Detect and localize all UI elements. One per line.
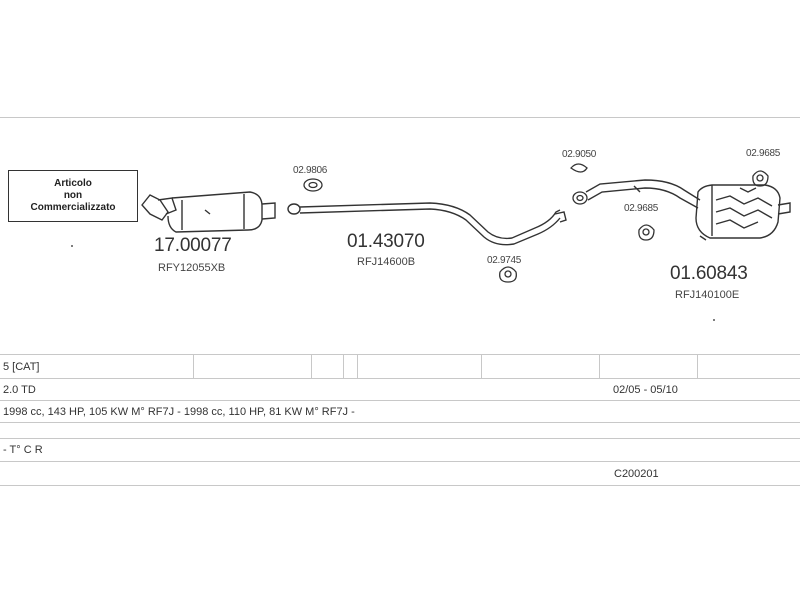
hanger-rear-2-code: 02.9685 [746,148,781,159]
hanger-rear-1-drawing [638,224,655,241]
catalog-cell: C200201 [614,467,659,480]
hanger-rear-1-code: 02.9685 [624,203,659,214]
column-divider [357,355,358,378]
table-row-spacer [0,423,800,439]
dpf-part-ref: RFY12055XB [158,262,226,274]
column-divider [697,355,698,378]
hanger-middle-drawing [499,266,517,283]
gasket-rear-code: 02.9050 [562,149,597,160]
dpf-part-code: 17.00077 [154,235,232,256]
rear-silencer-part-ref: RFJ140100E [675,289,740,301]
dpf-drawing [141,191,276,233]
table-row-catalog: C200201 [0,462,800,486]
reference-dots [71,245,715,321]
note-line-3: Commercializzato [30,202,116,213]
type-cell: - T° C R [3,444,43,456]
table-row-type: - T° C R [0,439,800,462]
column-divider [599,355,600,378]
column-divider [193,355,194,378]
column-divider [481,355,482,378]
table-row-engine: 2.0 TD 02/05 - 05/10 [0,379,800,401]
rear-silencer-part-code: 01.60843 [670,263,748,284]
exhaust-parts-drawing [71,163,791,321]
years-cell: 02/05 - 05/10 [613,383,678,396]
table-row-model: 5 [CAT] [0,354,800,379]
column-divider [311,355,312,378]
column-divider [343,355,344,378]
table-row-spec: 1998 cc, 143 HP, 105 KW M° RF7J - 1998 c… [0,401,800,423]
spec-cell: 1998 cc, 143 HP, 105 KW M° RF7J - 1998 c… [3,405,355,418]
gasket-front-drawing [303,178,323,192]
gasket-rear-drawing [570,163,588,205]
note-line-2: non [63,190,83,201]
middle-pipe-drawing [287,202,567,246]
model-cell: 5 [CAT] [3,360,40,373]
note-line-1: Articolo [54,178,92,189]
engine-cell: 2.0 TD [3,383,36,396]
hanger-rear-2-drawing [752,170,769,187]
middle-pipe-part-ref: RFJ14600B [357,256,416,268]
gasket-front-code: 02.9806 [293,165,328,176]
middle-pipe-part-code: 01.43070 [347,231,425,252]
rear-silencer-drawing [585,179,791,241]
diagram-frame [0,117,800,487]
not-commercialized-note: Articolo non Commercializzato [8,170,138,222]
hanger-middle-code: 02.9745 [487,255,522,266]
